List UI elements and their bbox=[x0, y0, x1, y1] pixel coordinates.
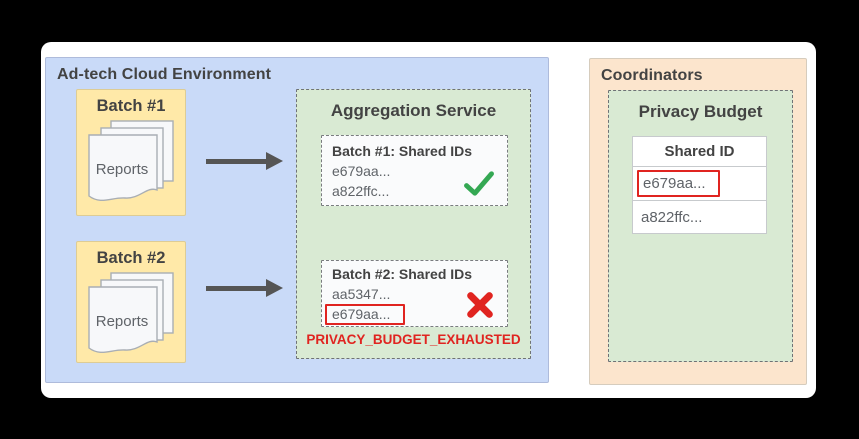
shared-id-row: e679aa... bbox=[325, 304, 497, 325]
aggregation-service-panel: Aggregation Service Batch #1: Shared IDs… bbox=[296, 89, 531, 359]
reports-label: Reports bbox=[96, 161, 149, 178]
privacy-budget-title: Privacy Budget bbox=[638, 102, 763, 121]
flow-arrow-batch1-icon bbox=[206, 152, 284, 170]
batch-2-box: Batch #2 Reports bbox=[76, 241, 186, 363]
privacy-budget-exhausted-label: PRIVACY_BUDGET_EXHAUSTED bbox=[306, 332, 521, 347]
flagged-shared-id: e679aa... bbox=[325, 304, 406, 325]
checkmark-icon bbox=[464, 171, 494, 196]
coordinators-panel: Coordinators Privacy Budget Shared ID e6… bbox=[589, 58, 807, 385]
batch-1-box: Batch #1 Reports bbox=[76, 89, 186, 216]
shared-id-value: aa5347... bbox=[332, 286, 391, 302]
batch-1-result-title: Batch #1: Shared IDs bbox=[332, 143, 473, 159]
coordinators-title: Coordinators bbox=[601, 67, 703, 84]
shared-id-table: Shared ID e679aa... a822ffc... bbox=[632, 136, 767, 234]
batch-2-label: Batch #2 bbox=[96, 249, 166, 267]
privacy-budget-panel: Privacy Budget Shared ID e679aa... a822f… bbox=[608, 90, 793, 362]
diagram-card: Ad-tech Cloud Environment Batch #1 Repor… bbox=[41, 42, 816, 398]
shared-id-value: e679aa... bbox=[332, 163, 391, 179]
shared-id-value: a822ffc... bbox=[332, 183, 390, 199]
x-icon bbox=[467, 292, 493, 318]
aggregation-service-title: Aggregation Service bbox=[330, 101, 497, 120]
arrow-head bbox=[266, 152, 283, 170]
batch-1-label: Batch #1 bbox=[96, 97, 166, 115]
table-row: e679aa... bbox=[633, 167, 766, 200]
arrow-head bbox=[266, 279, 283, 297]
reports-label: Reports bbox=[96, 313, 149, 330]
adtech-environment-title: Ad-tech Cloud Environment bbox=[57, 66, 272, 83]
reports-stack-icon: Reports bbox=[88, 120, 174, 202]
batch-1-result-box: Batch #1: Shared IDs e679aa... a822ffc..… bbox=[321, 135, 508, 206]
arrow-shaft bbox=[206, 159, 267, 164]
shared-id-table-header: Shared ID bbox=[633, 137, 766, 167]
arrow-shaft bbox=[206, 286, 267, 291]
table-row: a822ffc... bbox=[633, 200, 766, 233]
adtech-environment-panel: Ad-tech Cloud Environment Batch #1 Repor… bbox=[45, 57, 549, 383]
batch-2-result-title: Batch #2: Shared IDs bbox=[332, 266, 473, 282]
flagged-shared-id: e679aa... bbox=[637, 170, 720, 197]
flow-arrow-batch2-icon bbox=[206, 279, 284, 297]
reports-stack-icon: Reports bbox=[88, 272, 174, 354]
batch-2-result-box: Batch #2: Shared IDs aa5347... e679aa... bbox=[321, 260, 508, 327]
